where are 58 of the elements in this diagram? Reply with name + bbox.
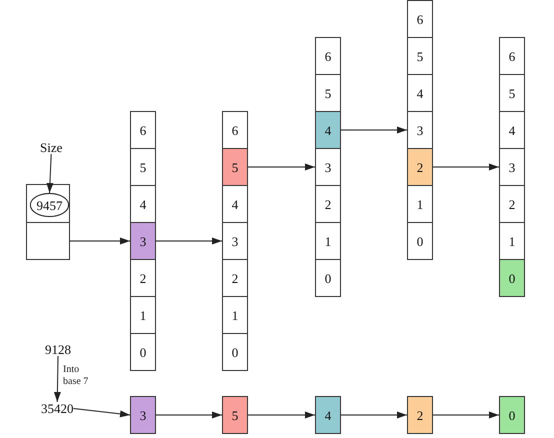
array-cell: 5 [499, 74, 525, 112]
arrow [70, 238, 130, 244]
highlighted-cell: 2 [407, 148, 433, 186]
array-cell: 0 [315, 259, 341, 297]
array-cell: 5 [407, 37, 433, 75]
digit-cell: 3 [130, 396, 156, 434]
arrow [73, 408, 130, 418]
array-cell: 5 [315, 74, 341, 112]
pointer-cell [26, 222, 70, 260]
array-cell: 1 [222, 296, 248, 334]
array-cell: 5 [130, 148, 156, 186]
array-cell: 6 [499, 37, 525, 75]
array-cell: 1 [407, 185, 433, 223]
arrow [340, 412, 408, 418]
arrow [156, 238, 222, 244]
arrow [248, 164, 316, 170]
array-cell: 2 [499, 185, 525, 223]
array-cell: 2 [315, 185, 341, 223]
number-label: 35420 [41, 402, 74, 415]
array-cell: 3 [499, 148, 525, 186]
array-cell: 6 [130, 111, 156, 149]
arrow [46, 154, 54, 194]
highlighted-cell: 5 [222, 148, 248, 186]
highlighted-cell: 4 [315, 111, 341, 149]
array-cell: 0 [407, 222, 433, 260]
arrow [248, 412, 316, 418]
arrow [54, 356, 61, 402]
array-cell: 0 [130, 333, 156, 371]
arrow [156, 412, 222, 418]
array-cell: 4 [130, 185, 156, 223]
digit-cell: 0 [499, 396, 525, 434]
digit-cell: 2 [407, 396, 433, 434]
edge-label: Into base 7 [63, 364, 90, 387]
number-label: 9128 [45, 343, 71, 356]
array-cell: 3 [315, 148, 341, 186]
array-cell: 0 [222, 333, 248, 371]
array-cell: 4 [407, 74, 433, 112]
digit-cell: 5 [222, 396, 248, 434]
array-cell: 4 [499, 111, 525, 149]
highlighted-cell: 3 [130, 222, 156, 260]
digit-cell: 4 [315, 396, 341, 434]
array-cell: 6 [315, 37, 341, 75]
field-label: Size [40, 141, 62, 154]
record-cell [26, 184, 70, 223]
array-cell: 1 [315, 222, 341, 260]
array-cell: 6 [222, 111, 248, 149]
arrow [432, 412, 500, 418]
array-cell: 2 [130, 259, 156, 297]
array-cell: 4 [222, 185, 248, 223]
array-cell: 1 [130, 296, 156, 334]
arrow [432, 164, 500, 170]
array-cell: 2 [222, 259, 248, 297]
highlighted-cell: 0 [499, 259, 525, 297]
array-cell: 6 [407, 0, 433, 38]
array-cell: 1 [499, 222, 525, 260]
array-cell: 3 [407, 111, 433, 149]
arrow [340, 126, 408, 134]
array-cell: 3 [222, 222, 248, 260]
